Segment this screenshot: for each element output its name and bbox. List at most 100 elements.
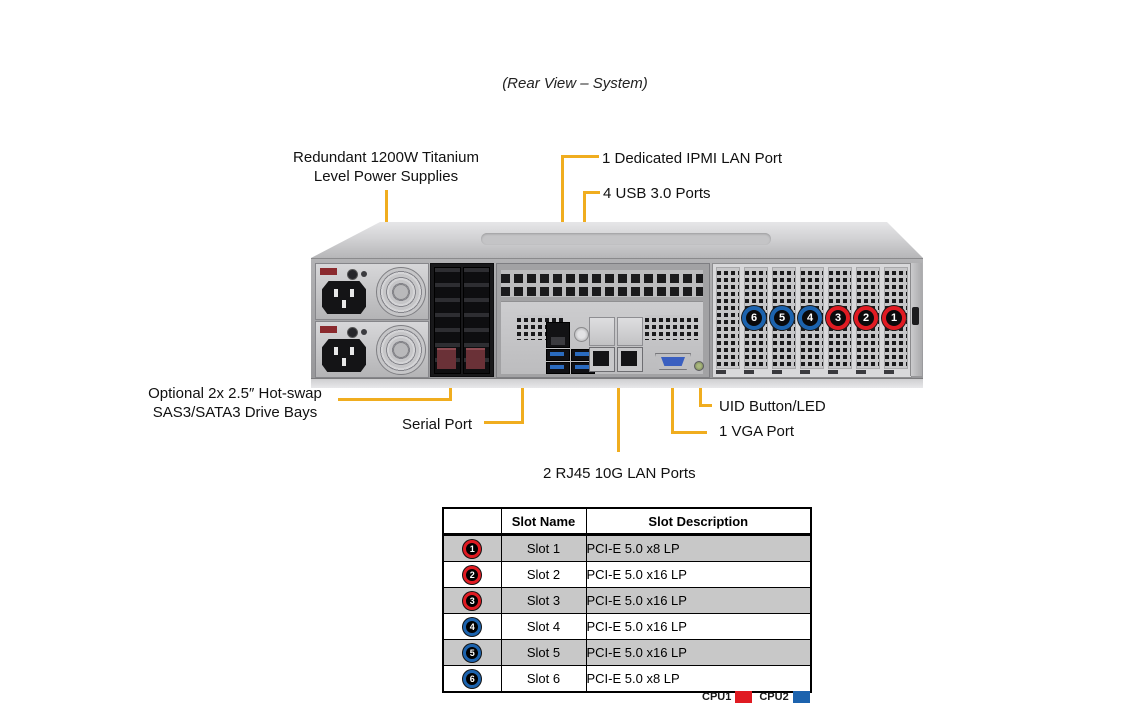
callout-serial-line xyxy=(521,369,524,424)
slot-badge-6: 6 xyxy=(742,306,766,330)
lan-module-cage xyxy=(589,317,615,346)
table-row: 4 Slot 4 PCI-E 5.0 x16 LP xyxy=(442,613,812,640)
psu-status-led xyxy=(320,268,337,275)
slot-icon-6: 6 xyxy=(463,669,482,688)
slot-description: PCI-E 5.0 x16 LP xyxy=(585,587,812,614)
psu-fan-grille xyxy=(376,267,426,317)
rj45-10g-lan-port xyxy=(589,347,615,372)
table-row: 1 Slot 1 PCI-E 5.0 x8 LP xyxy=(442,534,812,562)
callout-serial-line xyxy=(484,421,524,424)
slot-name: Slot 2 xyxy=(500,561,587,588)
power-supply-module-2 xyxy=(315,321,429,378)
slot-name: Slot 1 xyxy=(500,534,587,562)
io-round-opening xyxy=(574,327,589,342)
cpu1-color-swatch xyxy=(735,691,753,703)
slot-badge-5: 5 xyxy=(770,306,794,330)
table-header-icon xyxy=(442,507,502,536)
psu-status-led xyxy=(320,326,337,333)
slot-badge-3: 3 xyxy=(826,306,850,330)
table-row: 2 Slot 2 PCI-E 5.0 x16 LP xyxy=(442,561,812,588)
callout-drive-bays-label: Optional 2x 2.5″ Hot-swap SAS3/SATA3 Dri… xyxy=(148,385,322,421)
psu-thumbscrew xyxy=(347,269,358,280)
callout-serial-label: Serial Port xyxy=(402,416,473,433)
expansion-slot-area: 6 5 4 3 2 1 xyxy=(712,263,912,378)
uid-button-led xyxy=(694,361,704,371)
legend-item-cpu1: CPU1 xyxy=(702,691,753,703)
psu-latch-button xyxy=(361,271,367,277)
usb3-port xyxy=(546,362,570,374)
drive-tray xyxy=(463,267,490,374)
chassis-lid xyxy=(311,222,923,258)
io-panel xyxy=(496,263,710,378)
slot-description: PCI-E 5.0 x8 LP xyxy=(585,534,812,562)
drive-tray xyxy=(434,267,461,374)
lan-module-cage xyxy=(617,317,643,346)
slot-table: Slot Name Slot Description 1 Slot 1 PCI-… xyxy=(442,507,812,693)
psu-latch-button xyxy=(361,329,367,335)
diagram-title: (Rear View – System) xyxy=(502,75,648,92)
ac-pin xyxy=(350,289,354,297)
io-plate xyxy=(501,301,704,374)
bracket-latch xyxy=(912,307,919,325)
power-supply-stack xyxy=(315,263,429,378)
slot-cover xyxy=(716,267,740,369)
slot-icon-5: 5 xyxy=(463,643,482,662)
callout-usb-label: 4 USB 3.0 Ports xyxy=(603,185,711,202)
vent-grille xyxy=(501,270,703,297)
usb3-port xyxy=(546,349,570,361)
table-header-slot-description: Slot Description xyxy=(585,507,812,536)
ac-pin xyxy=(350,347,354,355)
ac-power-inlet xyxy=(322,281,366,314)
legend-label: CPU2 xyxy=(759,691,789,703)
psu-fan-grille xyxy=(376,325,426,375)
slot-screw-row xyxy=(716,370,906,374)
table-row: 5 Slot 5 PCI-E 5.0 x16 LP xyxy=(442,639,812,666)
cpu-legend: CPU1 CPU2 xyxy=(702,691,810,703)
callout-vga-line xyxy=(671,431,707,434)
slot-badge-1: 1 xyxy=(882,306,906,330)
chassis-right-bracket xyxy=(910,263,922,376)
slot-badge-4: 4 xyxy=(798,306,822,330)
chassis-lid-vent xyxy=(481,233,771,245)
cpu2-color-swatch xyxy=(792,691,810,703)
slot-description: PCI-E 5.0 x16 LP xyxy=(585,639,812,666)
legend-label: CPU1 xyxy=(702,691,732,703)
ac-power-inlet xyxy=(322,339,366,372)
slot-description: PCI-E 5.0 x8 LP xyxy=(585,665,812,693)
callout-usb-line xyxy=(583,191,600,194)
slot-description: PCI-E 5.0 x16 LP xyxy=(585,561,812,588)
power-supply-module-1 xyxy=(315,263,429,320)
callout-psu-label: Redundant 1200W Titanium Level Power Sup… xyxy=(293,149,479,185)
callout-lan-line xyxy=(617,367,620,452)
table-header-row: Slot Name Slot Description xyxy=(442,507,812,536)
slot-icon-2: 2 xyxy=(463,565,482,584)
callout-ipmi-label: 1 Dedicated IPMI LAN Port xyxy=(602,150,783,167)
ac-pin xyxy=(334,347,338,355)
table-header-slot-name: Slot Name xyxy=(500,507,587,536)
psu-thumbscrew xyxy=(347,327,358,338)
slot-badge-2: 2 xyxy=(854,306,878,330)
slot-name: Slot 5 xyxy=(500,639,587,666)
callout-vga-label: 1 VGA Port xyxy=(719,423,795,440)
drive-tray-latch xyxy=(437,348,456,369)
callout-uid-label: UID Button/LED xyxy=(719,398,826,415)
table-row: 3 Slot 3 PCI-E 5.0 x16 LP xyxy=(442,587,812,614)
ac-pin xyxy=(334,289,338,297)
slot-name: Slot 6 xyxy=(500,665,587,693)
vga-port xyxy=(655,353,691,370)
slot-icon-4: 4 xyxy=(463,617,482,636)
vent-grille xyxy=(645,315,699,340)
table-row: 6 Slot 6 PCI-E 5.0 x8 LP xyxy=(442,665,812,693)
legend-item-cpu2: CPU2 xyxy=(759,691,810,703)
callout-uid-line xyxy=(699,371,702,407)
chassis-rear-panel: 6 5 4 3 2 1 xyxy=(311,258,923,379)
drive-tray-latch xyxy=(466,348,485,369)
callout-lan-label: 2 RJ45 10G LAN Ports xyxy=(543,465,696,482)
slot-icon-3: 3 xyxy=(463,591,482,610)
slot-description: PCI-E 5.0 x16 LP xyxy=(585,613,812,640)
callout-ipmi-line xyxy=(561,155,599,158)
callout-drive-bays-line xyxy=(338,398,452,401)
ac-pin xyxy=(342,358,346,366)
ac-pin xyxy=(342,300,346,308)
